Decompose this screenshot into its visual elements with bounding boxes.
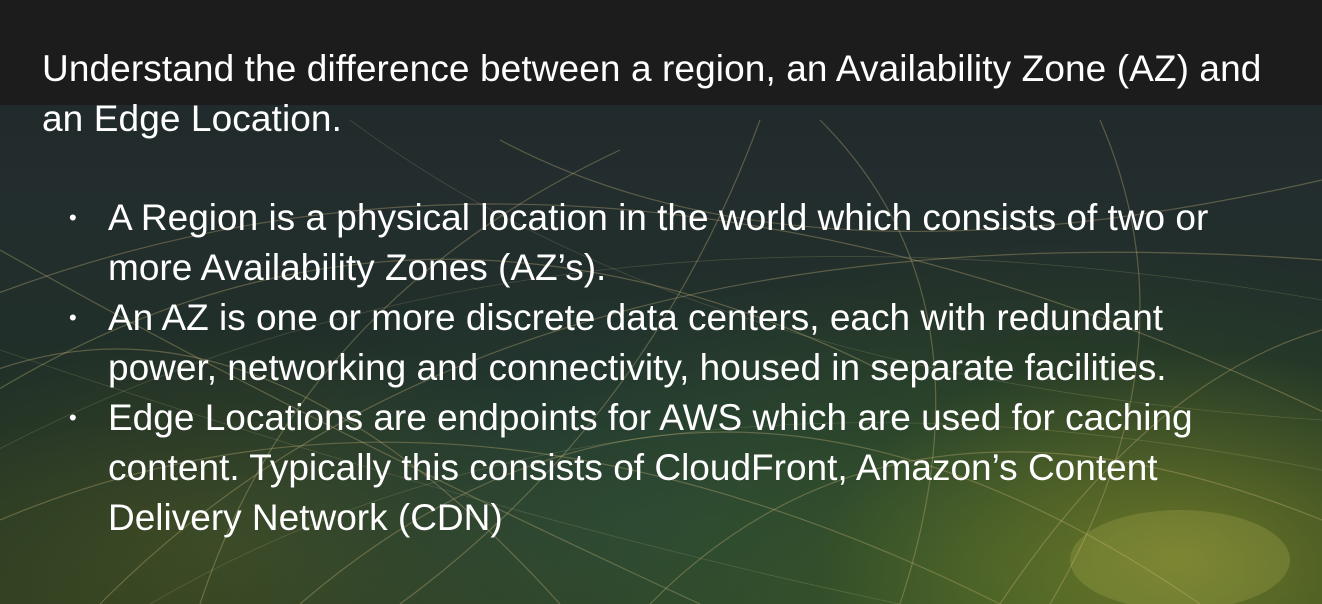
bullet-item-region: • A Region is a physical location in the… [0, 193, 1322, 293]
bullet-text: A Region is a physical location in the w… [108, 197, 1209, 288]
bullet-dot-icon: • [69, 405, 77, 430]
bullet-text: An AZ is one or more discrete data cente… [108, 297, 1167, 388]
bullet-item-az: • An AZ is one or more discrete data cen… [0, 293, 1322, 393]
bullet-dot-icon: • [69, 305, 77, 330]
title-band [0, 0, 1322, 105]
bullet-text: Edge Locations are endpoints for AWS whi… [108, 397, 1193, 538]
slide-title: Understand the difference between a regi… [42, 48, 1262, 139]
bullet-item-edge-location: • Edge Locations are endpoints for AWS w… [0, 393, 1322, 543]
bullet-dot-icon: • [69, 205, 77, 230]
bullet-list: • A Region is a physical location in the… [0, 193, 1322, 543]
